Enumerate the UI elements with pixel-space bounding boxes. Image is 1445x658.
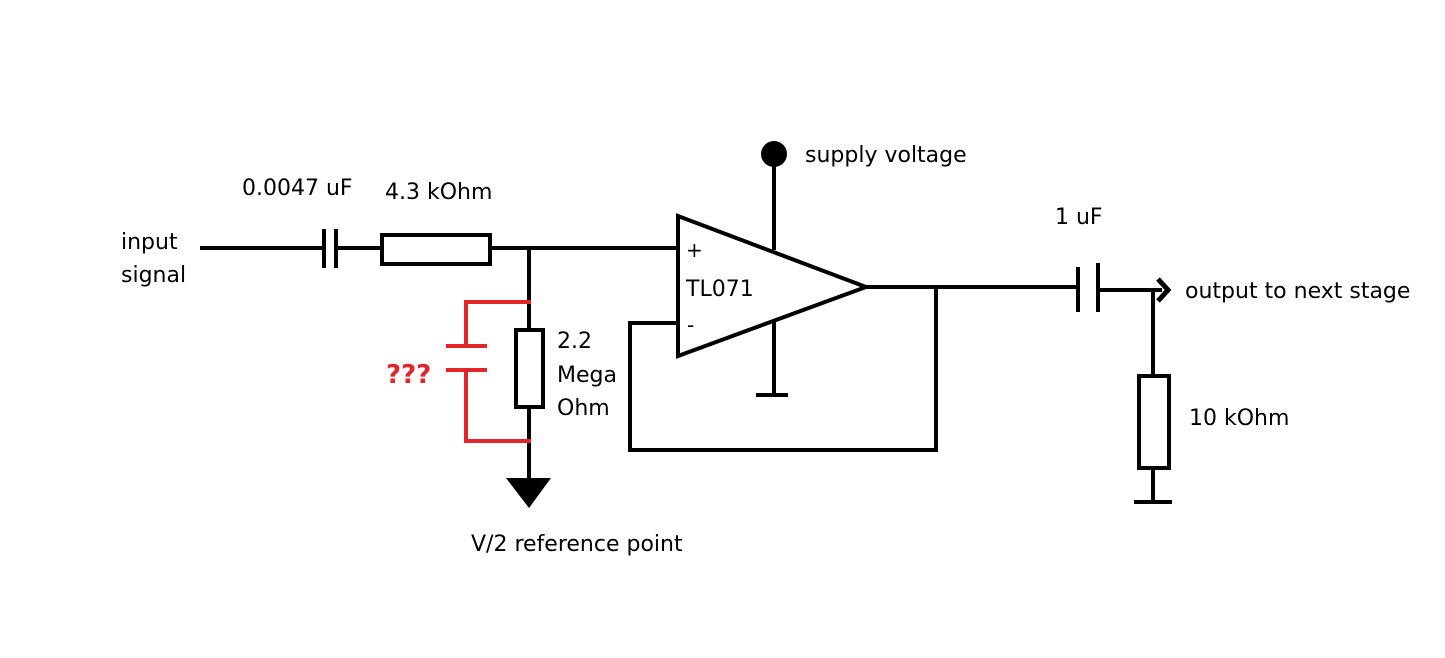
reference-label: V/2 reference point: [471, 532, 683, 557]
unknown-capacitor: [446, 300, 531, 443]
output-capacitor: [1076, 263, 1100, 312]
shunt-resistor-label-line3: Ohm: [557, 396, 610, 421]
shunt-resistor: [514, 328, 545, 409]
load-resistor-label: 10 kOhm: [1189, 406, 1289, 431]
input-resistor: [380, 233, 492, 266]
shunt-resistor-label-line2: Mega: [557, 363, 617, 388]
input-label-line2: signal: [121, 263, 186, 288]
input-capacitor: [322, 229, 338, 268]
inverting-pin-label: -: [687, 313, 694, 337]
input-resistor-label: 4.3 kOhm: [385, 180, 492, 205]
output-label: output to next stage: [1185, 279, 1410, 304]
load-resistor: [1137, 374, 1171, 470]
reference-ground-symbol: [506, 478, 551, 508]
noninverting-pin-label: +: [686, 238, 703, 262]
output-capacitor-label: 1 uF: [1055, 205, 1103, 230]
supply-label: supply voltage: [805, 143, 967, 168]
shunt-resistor-label-line1: 2.2: [557, 329, 592, 354]
input-label-line1: input: [121, 230, 178, 255]
unknown-capacitor-label: ???: [386, 360, 431, 390]
output-arrow-icon: [1156, 277, 1172, 303]
input-capacitor-label: 0.0047 uF: [242, 176, 353, 201]
feedback-loop: [628, 285, 938, 452]
opamp-label: TL071: [685, 277, 754, 302]
